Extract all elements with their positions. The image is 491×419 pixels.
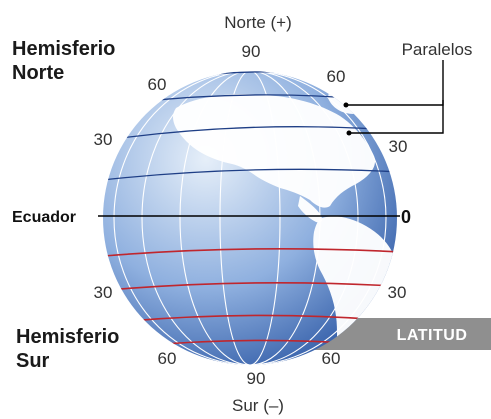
latitude-tag-label: LATITUD — [397, 327, 468, 344]
north-pole-label: Norte (+) — [224, 13, 292, 32]
northern-hemisphere-label-line1: Hemisferio — [12, 38, 115, 60]
meridian-lines — [113, 71, 387, 365]
north-america-landmass — [173, 94, 376, 208]
parallel-line — [103, 248, 397, 257]
parallels-pointer — [346, 60, 444, 134]
southern-hemisphere-label-line1: Hemisferio — [16, 326, 119, 348]
pointer-dot — [343, 102, 349, 108]
tick-north-60-right: 60 — [327, 67, 346, 86]
meridian-line — [219, 71, 281, 365]
pointer-dot — [346, 130, 352, 136]
south-pole-label: Sur (–) — [232, 396, 284, 415]
tick-north-30-left: 30 — [94, 130, 113, 149]
tick-north-60-left: 60 — [148, 75, 167, 94]
southern-hemisphere-label-line2: Sur — [16, 350, 50, 372]
parallel-line — [103, 168, 397, 181]
meridian-line — [113, 71, 387, 365]
parallel-line — [117, 314, 385, 323]
meridian-line — [141, 71, 359, 365]
pointer-line — [349, 100, 444, 134]
tick-south-60-right: 60 — [322, 349, 341, 368]
south-america-landmass — [313, 216, 397, 361]
tick-south-60-left: 60 — [158, 349, 177, 368]
equator-label: Ecuador — [12, 209, 76, 226]
northern-hemisphere-label-line2: Norte — [12, 62, 64, 84]
tick-south-90: 90 — [247, 369, 266, 388]
parallel-line — [107, 282, 395, 291]
tick-north-90: 90 — [242, 42, 261, 61]
parallel-line — [105, 126, 393, 141]
equator-value-label: 0 — [401, 207, 411, 227]
parallels-label: Paralelos — [402, 40, 473, 59]
tick-south-30-left: 30 — [94, 283, 113, 302]
pointer-line — [346, 60, 444, 106]
tick-north-30-right: 30 — [389, 137, 408, 156]
meridian-line — [179, 71, 321, 365]
tick-south-30-right: 30 — [388, 283, 407, 302]
